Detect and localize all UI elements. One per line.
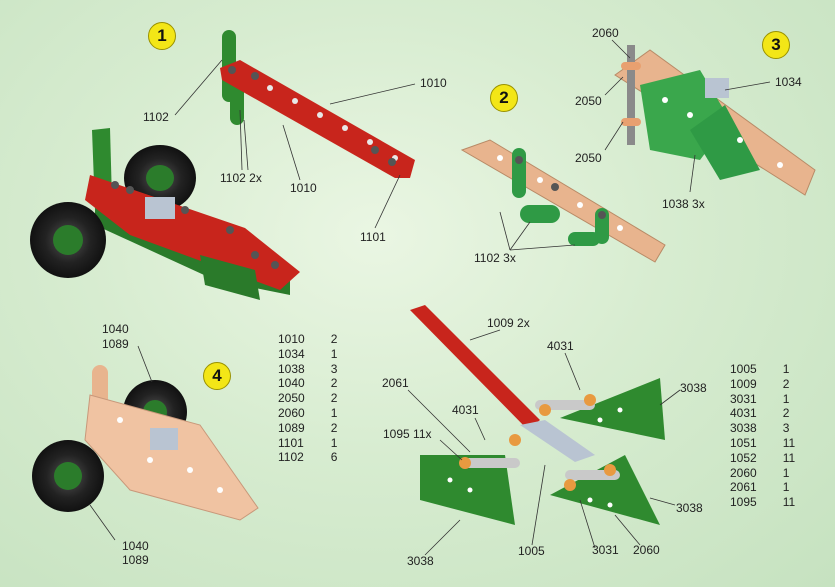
part-quantity: 1	[782, 362, 790, 376]
part-label: 1102 2x	[220, 171, 262, 185]
step1-vehicle	[30, 128, 300, 300]
parts-row: 4031 2	[730, 406, 795, 421]
part-number: 1005	[730, 362, 757, 376]
part-number: 2060	[730, 465, 757, 480]
step4-vehicle	[32, 365, 259, 521]
part-quantity: 2	[330, 420, 338, 435]
part-number: 1101	[278, 435, 304, 450]
part-number: 1102	[278, 450, 304, 465]
part-number: 1095	[730, 495, 757, 510]
part-quantity: 1	[782, 465, 790, 480]
part-label: 2061	[382, 376, 409, 390]
parts-row: 1010 2	[278, 332, 337, 347]
part-label: 1089	[102, 337, 129, 351]
part-number: 1052	[730, 450, 757, 465]
part-quantity: 2	[330, 332, 338, 346]
part-quantity: 2	[330, 391, 338, 406]
part-label: 3038	[407, 554, 434, 568]
part-quantity: 2	[782, 376, 790, 391]
step-badge-2: 2	[490, 84, 518, 112]
part-number: 1089	[278, 420, 305, 435]
parts-row: 1005 1	[730, 362, 795, 377]
part-label: 4031	[452, 403, 479, 417]
part-number: 1009	[730, 376, 757, 391]
part-label: 3031	[592, 543, 619, 557]
parts-row: 2060 1	[730, 466, 795, 481]
part-quantity: 1	[330, 346, 338, 361]
parts-row: 1040 2	[278, 376, 337, 391]
parts-row: 2050 2	[278, 391, 337, 406]
part-label: 1089	[122, 553, 149, 567]
part-quantity: 2	[782, 406, 790, 421]
part-label: 1040	[122, 539, 149, 553]
step-badge-1: 1	[148, 22, 176, 50]
part-number: 3038	[730, 421, 757, 436]
part-quantity: 1	[330, 405, 338, 420]
parts-row: 1102 6	[278, 450, 337, 465]
parts-row: 1095 11	[730, 495, 795, 510]
part-label: 2050	[575, 94, 602, 108]
part-label: 1102	[143, 110, 169, 124]
part-quantity: 6	[330, 450, 338, 465]
step-badge-3: 3	[762, 31, 790, 59]
part-number: 4031	[730, 406, 757, 421]
part-label: 4031	[547, 339, 574, 353]
part-label: 1038 3x	[662, 197, 705, 211]
step1-parts	[220, 30, 415, 178]
leader-lines	[89, 39, 771, 556]
part-quantity: 11	[782, 435, 796, 450]
part-number: 1010	[278, 332, 305, 346]
part-label: 1102 3x	[474, 251, 516, 265]
part-quantity: 3	[330, 361, 338, 376]
part-quantity: 1	[330, 435, 338, 450]
parts-row: 3038 3	[730, 421, 795, 436]
step3-parts	[614, 45, 816, 196]
part-number: 2050	[278, 391, 305, 406]
parts-row: 1038 3	[278, 362, 337, 377]
parts-row: 1089 2	[278, 421, 337, 436]
parts-row: 1101 1	[278, 436, 337, 451]
parts-row: 1009 2	[730, 377, 795, 392]
part-label: 3038	[680, 381, 707, 395]
part-label: 3038	[676, 501, 703, 515]
parts-row: 1052 11	[730, 451, 795, 466]
part-number: 2061	[730, 480, 757, 495]
part-number: 3031	[730, 391, 757, 406]
parts-row: 3031 1	[730, 392, 795, 407]
part-label: 1010	[420, 76, 447, 90]
part-number: 1051	[730, 435, 757, 450]
part-label: 2060	[633, 543, 660, 557]
part-quantity: 11	[782, 495, 796, 510]
windmill-parts	[410, 305, 665, 525]
parts-row: 2061 1	[730, 480, 795, 495]
part-number: 1034	[278, 346, 305, 361]
parts-row: 1051 11	[730, 436, 795, 451]
parts-row: 2060 1	[278, 406, 337, 421]
part-quantity: 2	[330, 376, 338, 391]
part-label: 1040	[102, 322, 129, 336]
part-quantity: 1	[782, 480, 790, 495]
part-label: 1034	[775, 75, 802, 89]
part-quantity: 3	[782, 421, 790, 436]
part-number: 2060	[278, 405, 305, 420]
part-label: 1005	[518, 544, 545, 558]
step2-parts	[460, 139, 666, 263]
part-label: 1101	[360, 230, 386, 244]
part-quantity: 11	[782, 450, 796, 465]
part-label: 1009 2x	[487, 316, 530, 330]
part-label: 1010	[290, 181, 317, 195]
parts-row: 1034 1	[278, 347, 337, 362]
step-badge-4: 4	[203, 362, 231, 390]
part-label: 2050	[575, 151, 602, 165]
part-number: 1040	[278, 376, 305, 391]
part-quantity: 1	[782, 391, 790, 406]
part-label: 2060	[592, 26, 619, 40]
part-label: 1095 11x	[383, 427, 432, 441]
part-number: 1038	[278, 361, 305, 376]
